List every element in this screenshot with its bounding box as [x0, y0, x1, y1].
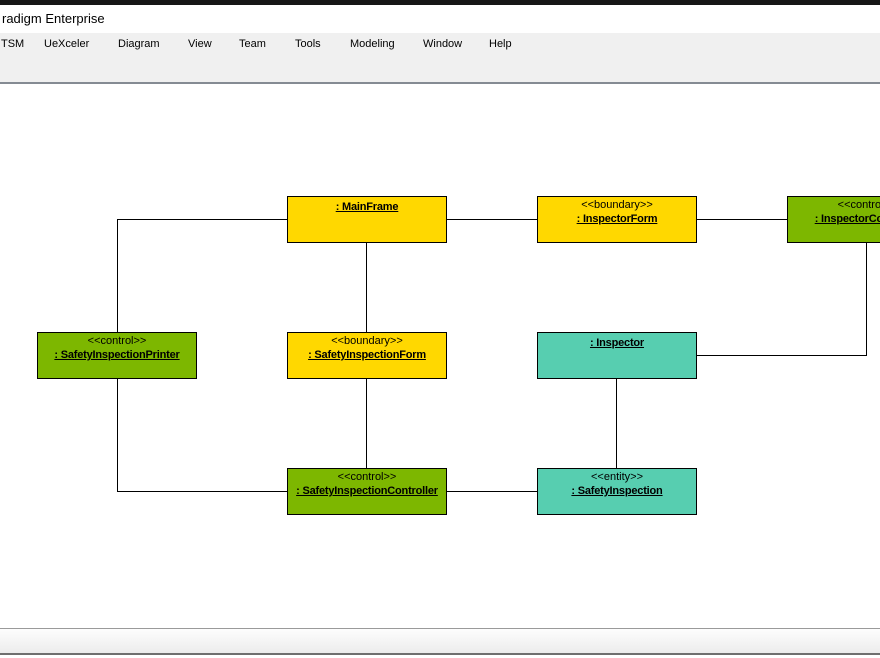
- menu-help[interactable]: Help: [489, 38, 512, 50]
- object-name: : Inspector: [589, 337, 645, 349]
- stereotype-label: <<entity>>: [591, 471, 643, 483]
- title-bar: radigm Enterprise: [0, 5, 880, 33]
- node-safetyinspectioncontroller[interactable]: <<control>> : SafetyInspectionController: [287, 468, 447, 515]
- toolbar: [0, 55, 880, 84]
- link-mainframe-safetyinspectionform[interactable]: [366, 243, 367, 332]
- link-printer-controller-horizontal[interactable]: [117, 491, 287, 492]
- menu-tsm[interactable]: TSM: [1, 38, 25, 50]
- object-name: : MainFrame: [335, 201, 399, 213]
- node-inspectorcontroller[interactable]: <<control>> : InspectorController: [787, 196, 880, 243]
- stereotype-label: <<control>>: [337, 471, 397, 483]
- menu-uexceler[interactable]: UeXceler: [44, 38, 90, 50]
- menu-team[interactable]: Team: [239, 38, 266, 50]
- node-safetyinspectionprinter[interactable]: <<control>> : SafetyInspectionPrinter: [37, 332, 197, 379]
- status-bar: [0, 628, 880, 655]
- link-printer-controller-vertical[interactable]: [117, 379, 118, 491]
- object-name: : InspectorController: [814, 213, 880, 225]
- node-inspectorform[interactable]: <<boundary>> : InspectorForm: [537, 196, 697, 243]
- link-controller-safetyinspection[interactable]: [447, 491, 537, 492]
- stereotype-label: <<control>>: [837, 199, 880, 211]
- menu-tools[interactable]: Tools: [295, 38, 321, 50]
- window-top-edge: [0, 0, 880, 5]
- link-inspector-safetyinspection[interactable]: [616, 379, 617, 468]
- menu-view[interactable]: View: [188, 38, 212, 50]
- window-title: radigm Enterprise: [2, 11, 105, 26]
- link-mainframe-printer-horizontal[interactable]: [117, 219, 287, 220]
- link-inspectorcontroller-inspector-vertical[interactable]: [866, 243, 867, 355]
- link-inspectorform-inspectorcontroller[interactable]: [697, 219, 787, 220]
- object-name: : SafetyInspectionForm: [308, 349, 426, 361]
- menu-diagram[interactable]: Diagram: [118, 38, 160, 50]
- link-mainframe-printer-vertical[interactable]: [117, 219, 118, 332]
- object-name: : SafetyInspectionPrinter: [54, 349, 180, 361]
- node-inspector[interactable]: : Inspector: [537, 332, 697, 379]
- link-mainframe-inspectorform[interactable]: [447, 219, 537, 220]
- object-name: : SafetyInspectionController: [296, 485, 438, 497]
- stereotype-label: <<boundary>>: [331, 335, 403, 347]
- stereotype-label: <<boundary>>: [581, 199, 653, 211]
- node-safetyinspection[interactable]: <<entity>> : SafetyInspection: [537, 468, 697, 515]
- node-mainframe[interactable]: : MainFrame: [287, 196, 447, 243]
- stereotype-label: <<control>>: [87, 335, 147, 347]
- menu-bar: TSM UeXceler Diagram View Team Tools Mod…: [0, 33, 880, 55]
- link-inspectorcontroller-inspector-horizontal[interactable]: [697, 355, 867, 356]
- link-safetyinspectionform-controller[interactable]: [366, 379, 367, 468]
- node-safetyinspectionform[interactable]: <<boundary>> : SafetyInspectionForm: [287, 332, 447, 379]
- menu-window[interactable]: Window: [423, 38, 463, 50]
- menu-modeling[interactable]: Modeling: [350, 38, 395, 50]
- object-name: : SafetyInspection: [571, 485, 663, 497]
- object-name: : InspectorForm: [576, 213, 658, 225]
